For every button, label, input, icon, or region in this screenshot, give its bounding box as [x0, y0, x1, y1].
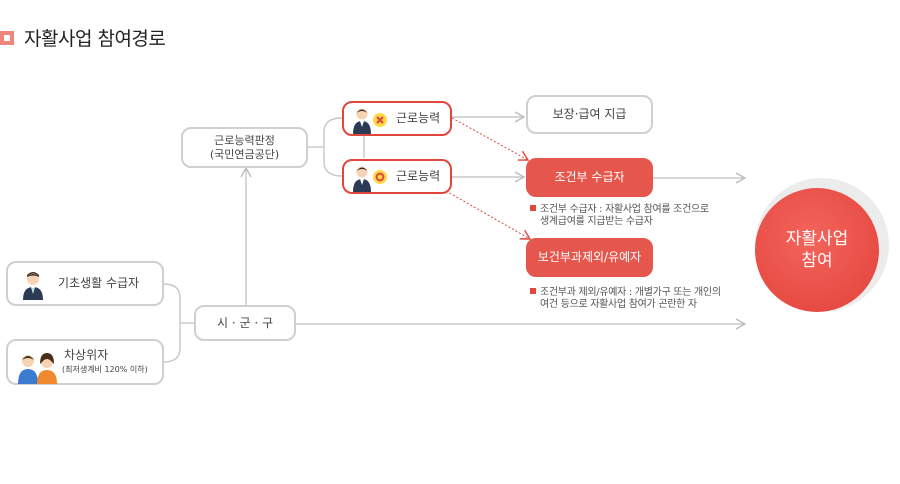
family-icon	[18, 353, 57, 384]
judgment-sublabel: (국민연금공단)	[209, 147, 280, 161]
result-label-line2: 참여	[801, 251, 833, 271]
work-ability-judgment-node: 근로능력판정 (국민연금공단)	[181, 127, 308, 168]
ability-yes-label: 근로능력	[396, 169, 441, 183]
excluded-label: 보건부과제외/유예자	[537, 250, 642, 264]
excluded-note: 조건부과 제외/유예자 : 개별가구 또는 개인의 여건 등으로 자활사업 참여…	[530, 287, 721, 311]
bullet-square-icon	[530, 288, 536, 294]
self-support-participation-circle: 자활사업 참여	[755, 188, 879, 312]
basic-recipient-label: 기초생활 수급자	[58, 276, 140, 290]
person-icon	[23, 272, 43, 300]
near-poor-sublabel: (최저생계비 120% 이하)	[62, 365, 148, 374]
bullet-square-icon	[530, 205, 536, 211]
person-x-icon	[353, 108, 387, 134]
title-bullet-icon	[0, 31, 14, 45]
ability-no-label: 근로능력	[396, 111, 441, 125]
conditional-recipient-node: 조건부 수급자	[526, 158, 653, 197]
city-label: 시 · 군 · 구	[216, 315, 273, 330]
city-county-district-node: 시 · 군 · 구	[194, 305, 296, 341]
near-poor-label: 차상위자	[64, 348, 109, 362]
page-title: 자활사업 참여경로	[24, 28, 166, 50]
person-o-icon	[353, 166, 387, 192]
conditional-label: 조건부 수급자	[554, 170, 625, 184]
benefit-label: 보장·급여 지급	[552, 107, 627, 121]
conditional-note: 조건부 수급자 : 자활사업 참여를 조건으로 생계급여를 지급받는 수급자	[530, 204, 709, 228]
result-label-line1: 자활사업	[785, 229, 849, 249]
benefit-payment-node: 보장·급여 지급	[526, 95, 653, 134]
judgment-label: 근로능력판정	[214, 133, 275, 147]
excluded-deferred-node: 보건부과제외/유예자	[526, 238, 653, 277]
